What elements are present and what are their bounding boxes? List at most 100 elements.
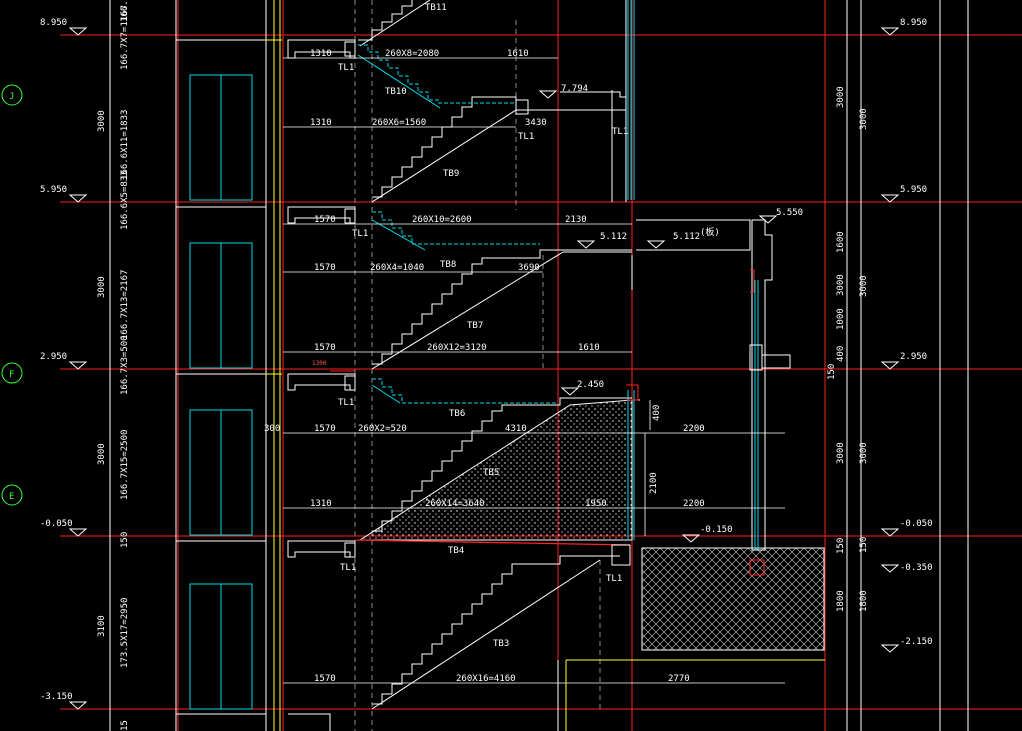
beam-sections <box>344 41 631 566</box>
axis-label-j: J <box>9 92 14 102</box>
dim-12: 3690 <box>518 263 540 273</box>
dim-3: 1610 <box>507 49 529 59</box>
vdim-8: 166.7X3=500 <box>120 335 130 395</box>
dim-2: 260X8=2080 <box>385 49 439 59</box>
dim-31: (板) <box>700 226 720 238</box>
dim-15: 1610 <box>578 343 600 353</box>
vdim-9: 3000 <box>97 443 107 465</box>
flight-tb5: TB5 <box>483 468 499 478</box>
beam-tl1-d: TL1 <box>352 229 368 239</box>
dim-28: 2770 <box>668 674 690 684</box>
outline-lines <box>109 0 969 731</box>
dim-23: 260X14=3640 <box>425 499 485 509</box>
hidden-lines <box>354 0 601 731</box>
dim-20: 4310 <box>505 424 527 434</box>
dim-30: 2100 <box>649 472 659 494</box>
vdim-14: 15 <box>120 720 130 731</box>
window-column <box>627 0 759 550</box>
beam-tl1-g: TL1 <box>606 574 622 584</box>
rdim-9: 1000 <box>836 308 846 330</box>
slab-line-tb4 <box>354 539 631 546</box>
hidden-flights <box>358 44 558 404</box>
beam-tl1-a: TL1 <box>338 63 354 73</box>
beam-tl1-b: TL1 <box>518 132 534 142</box>
level-left-1: 8.950 <box>40 18 67 28</box>
beam-tl1-c: TL1 <box>612 127 628 137</box>
level-left-2: 5.950 <box>40 185 67 195</box>
rdim-12: 3000 <box>836 442 846 464</box>
flight-tb7: TB7 <box>467 321 483 331</box>
rdim-4: 1800 <box>859 590 869 612</box>
vdim-4: 166.6X11=1833 <box>120 110 130 180</box>
vdim-10: 166.7X15=2500 <box>120 430 130 500</box>
dim-24: 1950 <box>585 499 607 509</box>
level-left-3: 2.950 <box>40 352 67 362</box>
level-left-4: -0.050 <box>40 519 73 529</box>
level-mid-5: -0.150 <box>700 525 733 535</box>
dim-13: 1570 <box>314 343 336 353</box>
level-mid-2: 5.112 <box>600 232 627 242</box>
dim-10: 1570 <box>314 263 336 273</box>
level-markers <box>68 27 900 710</box>
flight-tb4: TB4 <box>448 546 464 556</box>
rdim-5: 150 <box>859 537 869 553</box>
level-right-2: 5.950 <box>900 185 927 195</box>
dim-9: 2130 <box>565 215 587 225</box>
beam-tl1-e: TL1 <box>338 398 354 408</box>
dimension-lines <box>283 57 785 684</box>
axis-label-f: F <box>9 370 14 380</box>
flight-tb8: TB8 <box>440 260 456 270</box>
dim-6: 3430 <box>525 118 547 128</box>
wall-lines <box>264 0 825 731</box>
level-right-5: -0.350 <box>900 563 933 573</box>
level-right-3: 2.950 <box>900 352 927 362</box>
level-left-5: -3.150 <box>40 692 73 702</box>
elevator-doors <box>189 74 253 710</box>
vdim-13: 173.5X17=2950 <box>120 598 130 668</box>
vdim-12: 3100 <box>97 615 107 637</box>
dim-25: 2200 <box>683 499 705 509</box>
flight-tb11: TB11 <box>425 3 447 13</box>
vdim-6: 3000 <box>97 276 107 298</box>
right-vertical-dims: 3000 3000 3000 1800 150 3000 1600 3000 1… <box>827 86 869 612</box>
rdim-2: 3000 <box>859 275 869 297</box>
level-mid-6: 5.550 <box>776 208 803 218</box>
flight-tb3: TB3 <box>493 639 509 649</box>
dim-16: 1300 <box>312 360 327 367</box>
level-right-6: -2.150 <box>900 637 933 647</box>
level-right-1: 8.950 <box>900 18 927 28</box>
vdim-1: 166.7X7=1167 <box>120 5 130 70</box>
rdim-7: 1600 <box>836 231 846 253</box>
dim-4: 1310 <box>310 118 332 128</box>
vdim-5: 166.6X5=833 <box>120 170 130 230</box>
left-vertical-dims: 166.7X7=1167 166.7 3000 166.6X11=1833 16… <box>97 0 130 731</box>
beam-tl1-f: TL1 <box>340 563 356 573</box>
dim-7: 1570 <box>314 215 336 225</box>
dim-27: 260X16=4160 <box>456 674 516 684</box>
flight-tb10: TB10 <box>385 87 407 97</box>
dim-19: 260X2=520 <box>358 424 407 434</box>
soil-hatch <box>641 547 825 651</box>
level-mid-1: 7.794 <box>561 84 588 94</box>
red-details <box>330 269 765 576</box>
vdim-11: 150 <box>120 532 130 548</box>
level-right-4: -0.050 <box>900 519 933 529</box>
rdim-6: 3000 <box>836 86 846 108</box>
vdim-7: 166.7X13=2167 <box>120 270 130 340</box>
rdim-11: 150 <box>827 364 837 380</box>
rdim-14: 1800 <box>836 590 846 612</box>
dim-1: 1310 <box>310 49 332 59</box>
axis-label-e: E <box>9 492 14 502</box>
dim-22: 1310 <box>310 499 332 509</box>
vertical-grid-lines <box>177 0 826 731</box>
stair-flights <box>287 0 633 731</box>
dim-17: 300 <box>264 424 280 434</box>
flight-tb9: TB9 <box>443 169 459 179</box>
rdim-1: 3000 <box>859 108 869 130</box>
window-frame <box>636 219 791 551</box>
dim-11: 260X4=1040 <box>370 263 424 273</box>
floor-level-lines <box>60 34 1022 710</box>
flight-underside <box>357 54 441 404</box>
dim-26: 1570 <box>314 674 336 684</box>
